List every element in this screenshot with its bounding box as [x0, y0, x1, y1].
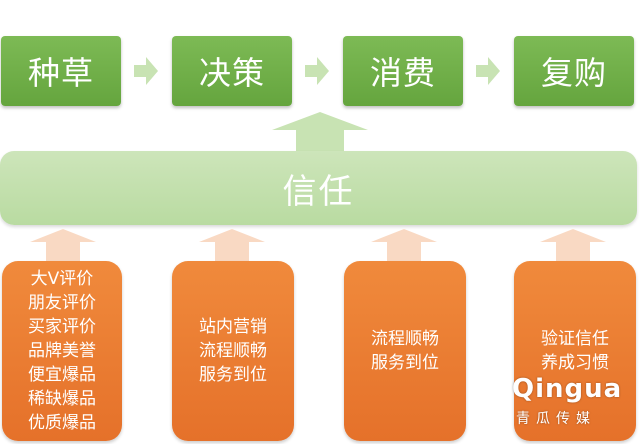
stage-box-1: 种草: [1, 36, 121, 106]
pillar-line: 便宜爆品: [28, 365, 96, 385]
pillar-line: 流程顺畅: [371, 329, 439, 349]
pillar-line: 买家评价: [28, 317, 96, 337]
stage-box-3: 消费: [343, 36, 463, 106]
pillar-line: 站内营销: [199, 317, 267, 337]
trust-bar: 信任: [0, 151, 637, 225]
pillar-line: 流程顺畅: [199, 341, 267, 361]
stage-label: 决策: [198, 54, 265, 92]
pillar-line: 养成习惯: [541, 353, 609, 373]
pillar-box-1: 大V评价 朋友评价 买家评价 品牌美誉 便宜爆品 稀缺爆品 优质爆品: [2, 261, 122, 441]
arrow-right-icon: [305, 57, 329, 85]
pillar-line: 朋友评价: [28, 293, 96, 313]
pillar-box-2: 站内营销 流程顺畅 服务到位: [172, 261, 294, 441]
stage-label: 种草: [27, 54, 94, 92]
arrow-up-icon: [199, 229, 265, 261]
arrow-up-icon: [30, 229, 96, 261]
watermark-logo: Qingua 青瓜传媒: [506, 374, 628, 434]
pillar-line: 稀缺爆品: [28, 389, 96, 409]
arrow-up-icon: [540, 229, 606, 261]
arrow-up-icon: [272, 112, 368, 152]
pillar-box-4: 验证信任 养成习惯: [514, 261, 636, 441]
stage-box-2: 决策: [172, 36, 292, 106]
pillar-line: 优质爆品: [28, 413, 96, 433]
pillar-line: 服务到位: [371, 353, 439, 373]
pillar-line: 服务到位: [199, 365, 267, 385]
pillar-line: 验证信任: [541, 329, 609, 349]
stage-label: 复购: [540, 54, 607, 92]
arrow-right-icon: [134, 57, 158, 85]
pillar-line: 大V评价: [30, 269, 94, 289]
watermark-subtitle: 青瓜传媒: [516, 411, 596, 427]
stage-box-4: 复购: [514, 36, 634, 106]
watermark-brand: Qingua: [512, 374, 623, 404]
pillar-box-3: 流程顺畅 服务到位: [344, 261, 466, 441]
arrow-up-icon: [371, 229, 437, 261]
pillar-line: 品牌美誉: [28, 341, 96, 361]
trust-label: 信任: [282, 171, 355, 212]
arrow-right-icon: [476, 57, 500, 85]
stage-label: 消费: [369, 54, 436, 92]
